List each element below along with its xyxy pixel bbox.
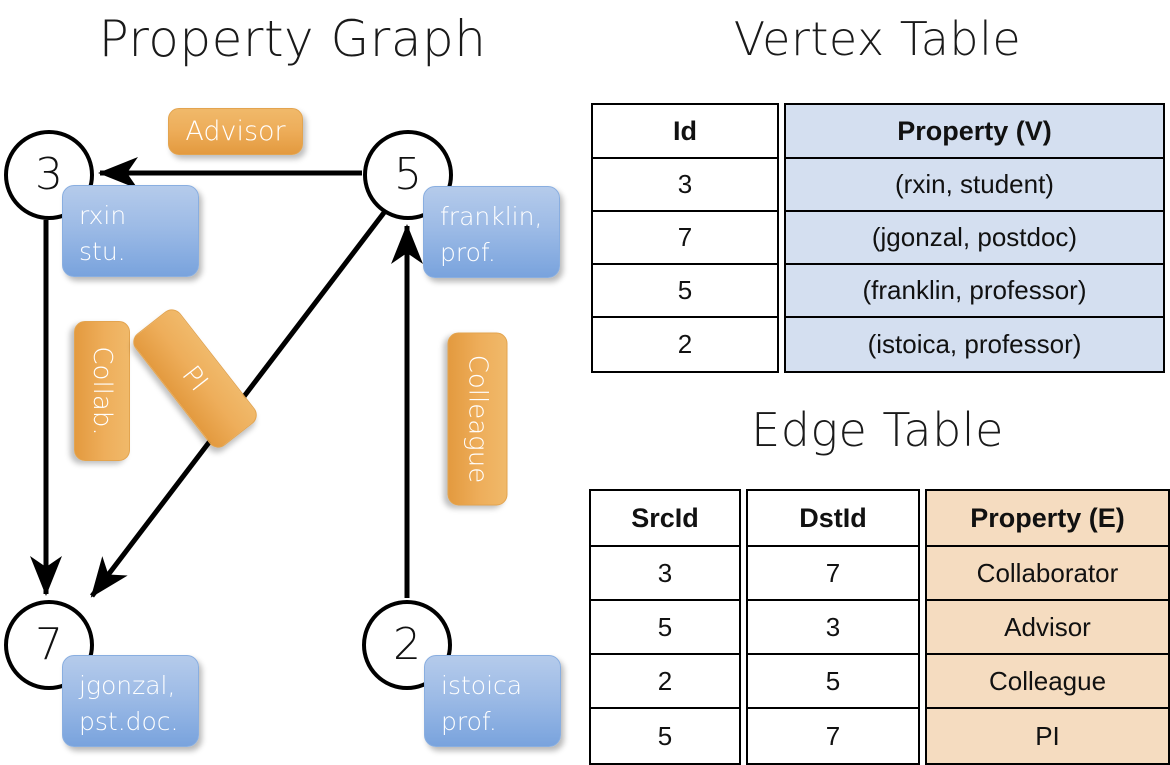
edge-label-advisor: Advisor [168, 108, 303, 155]
node-property-line: istoica [441, 671, 523, 700]
graph-node-5: 5 [363, 130, 453, 220]
node-property-line: franklin, [440, 202, 543, 231]
edge-table-dstid-column: DstId 7 3 5 7 [746, 489, 920, 765]
node-property-line: jgonzal, [79, 671, 176, 700]
edge-table: SrcId 3 5 2 5 DstId 7 3 5 7 Property (E)… [589, 489, 1170, 765]
node-property-line: prof. [441, 706, 497, 736]
column-header: Id [593, 105, 777, 159]
table-cell: Collaborator [927, 547, 1168, 601]
table-cell: Advisor [927, 601, 1168, 655]
table-cell: 7 [825, 720, 841, 751]
node-property-line: prof. [440, 237, 496, 267]
table-cell: 7 [748, 547, 918, 601]
table-cell: (istoica, professor) [867, 329, 1082, 359]
edge-table-title: Edge Table [751, 403, 1004, 457]
edge-label-colleague: Colleague [447, 332, 508, 506]
column-header: SrcId [591, 491, 739, 547]
table-cell: 3 [748, 601, 918, 655]
table-cell: (franklin, professor) [786, 265, 1163, 318]
table-cell: PI [1035, 720, 1060, 751]
column-header: DstId [748, 491, 918, 547]
node-property-box-3: rxin stu. [62, 185, 199, 277]
vertex-table-id-column: Id 3 7 5 2 [591, 103, 779, 373]
table-cell: Colleague [927, 655, 1168, 709]
column-header: Property (V) [786, 105, 1163, 159]
table-cell: 5 [657, 720, 673, 751]
node-property-box-7: jgonzal, pst.doc. [62, 655, 199, 747]
edge-table-property-column: Property (E) Collaborator Advisor Collea… [925, 489, 1170, 765]
edge-label-collab: Collab. [74, 321, 130, 461]
vertex-table: Id 3 7 5 2 Property (V) (rxin, student) … [591, 103, 1165, 373]
node-property-line: stu. [79, 236, 126, 266]
node-property-line: pst.doc. [79, 706, 179, 736]
table-cell: 2 [591, 655, 739, 709]
edge-table-srcid-column: SrcId 3 5 2 5 [589, 489, 741, 765]
node-property-line: rxin [79, 201, 127, 230]
property-graph-title: Property Graph [98, 10, 487, 68]
table-cell: 7 [593, 212, 777, 265]
table-cell: (jgonzal, postdoc) [786, 212, 1163, 265]
node-property-box-2: istoica prof. [424, 655, 561, 747]
table-cell: 5 [591, 601, 739, 655]
graph-node-2: 2 [362, 600, 452, 690]
node-property-box-5: franklin, prof. [423, 186, 560, 278]
vertex-table-title: Vertex Table [733, 12, 1022, 66]
table-cell: 3 [593, 159, 777, 212]
table-cell: 5 [748, 655, 918, 709]
vertex-table-property-column: Property (V) (rxin, student) (jgonzal, p… [784, 103, 1165, 373]
table-cell: 5 [593, 265, 777, 318]
table-cell: (rxin, student) [786, 159, 1163, 212]
table-cell: 3 [591, 547, 739, 601]
column-header: Property (E) [927, 491, 1168, 547]
table-cell: 2 [677, 329, 693, 359]
